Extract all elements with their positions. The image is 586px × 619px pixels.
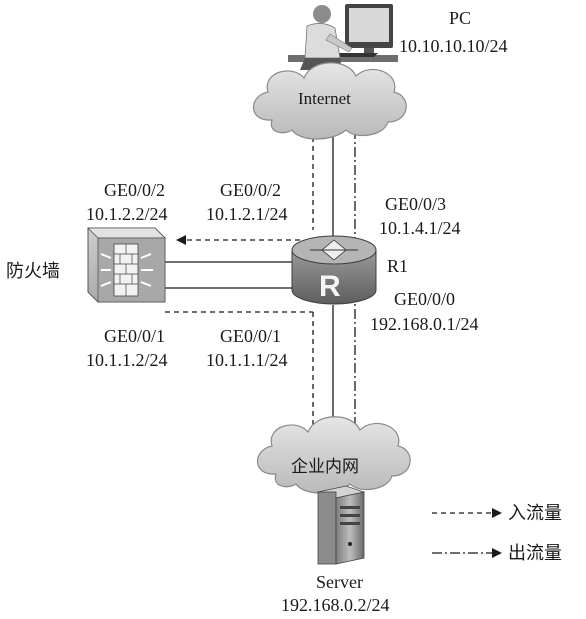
router-port-fw-bottom: GE0/0/1 [220, 326, 281, 346]
lan-label: 企业内网 [291, 457, 359, 477]
router-ip-internet: 10.1.4.1/24 [379, 218, 461, 238]
internet-cloud [252, 62, 407, 140]
pc-user-icon [288, 4, 398, 70]
firewall-port-bottom: GE0/0/1 [104, 326, 165, 346]
router-ip-fw-top: 10.1.2.1/24 [206, 204, 288, 224]
pc-name: PC [449, 8, 471, 28]
router-icon: R [291, 235, 377, 305]
firewall-ip-bottom: 10.1.1.2/24 [86, 350, 168, 370]
server-ip: 192.168.0.2/24 [281, 595, 390, 615]
firewall-icon [87, 227, 166, 303]
router-name: R1 [387, 256, 408, 276]
router-ip-fw-bottom: 10.1.1.1/24 [206, 350, 288, 370]
internet-label: Internet [298, 89, 351, 108]
lan-cloud [256, 416, 411, 494]
server-name: Server [316, 572, 363, 592]
firewall-port-top: GE0/0/2 [104, 180, 165, 200]
router-port-lan: GE0/0/0 [394, 289, 455, 309]
pc-ip: 10.10.10.10/24 [399, 36, 508, 56]
firewall-name: 防火墙 [6, 261, 60, 282]
router-port-fw-top: GE0/0/2 [220, 180, 281, 200]
legend-outbound-label: 出流量 [508, 543, 562, 564]
legend: 入流量 出流量 [432, 503, 562, 564]
router-port-internet: GE0/0/3 [385, 194, 446, 214]
legend-inbound-label: 入流量 [508, 503, 562, 524]
svg-text:R: R [319, 270, 341, 303]
server-icon [316, 485, 366, 565]
firewall-ip-top: 10.1.2.2/24 [86, 204, 168, 224]
router-ip-lan: 192.168.0.1/24 [370, 314, 479, 334]
